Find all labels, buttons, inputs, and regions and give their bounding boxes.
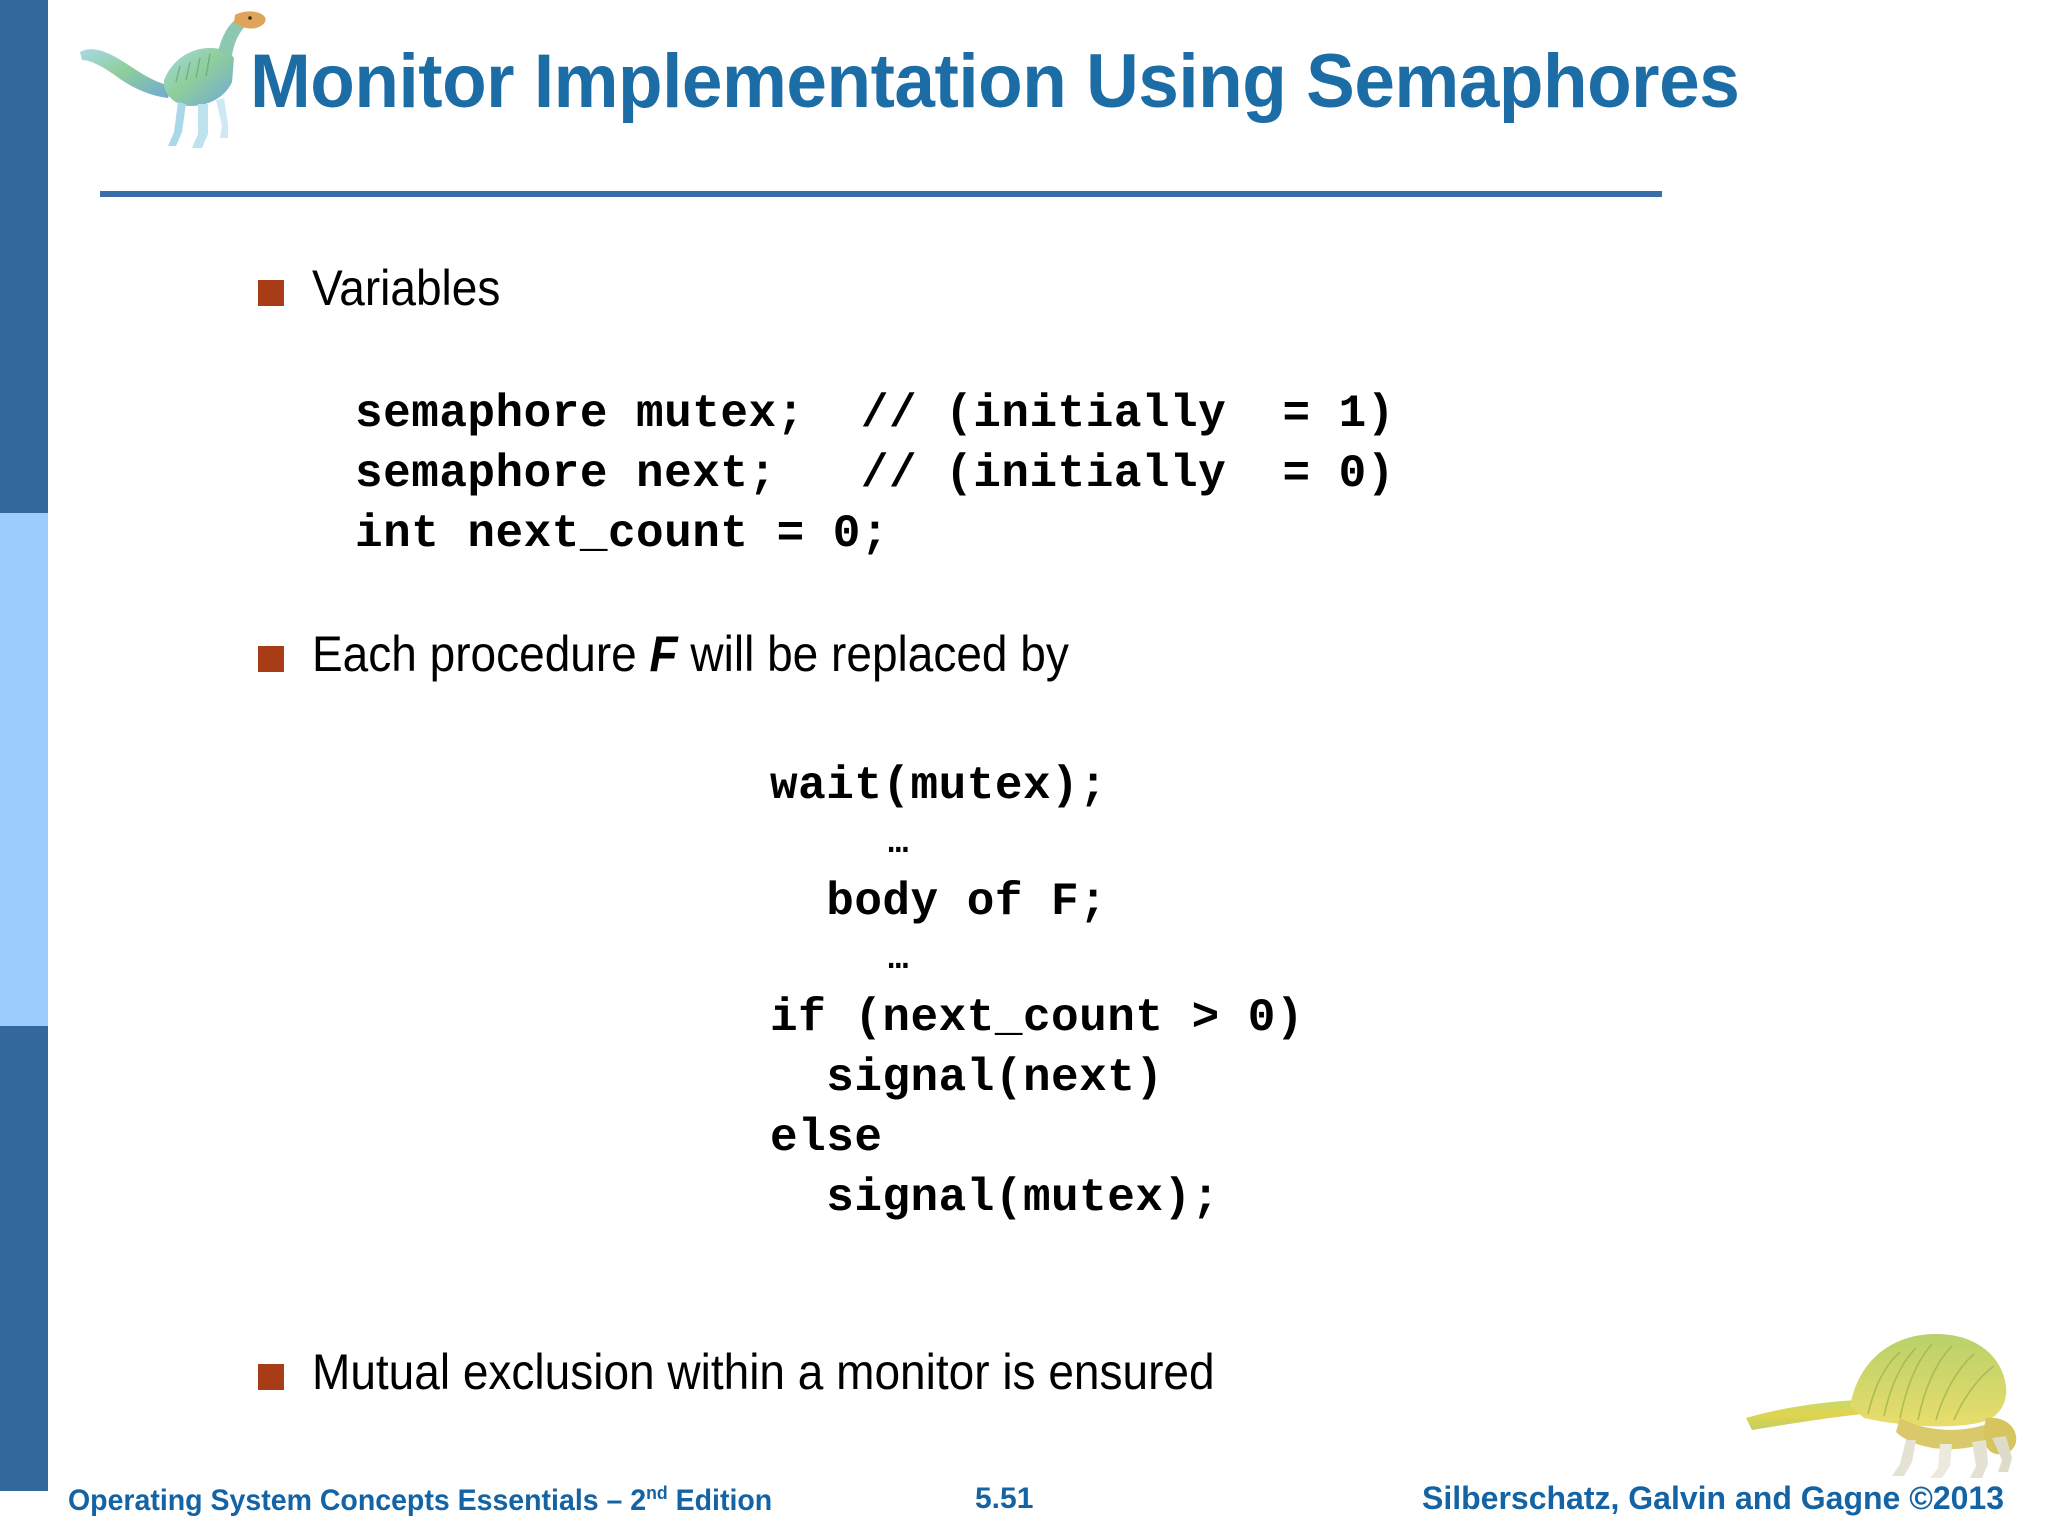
code-line-else: else [770, 1112, 883, 1164]
footer: Operating System Concepts Essentials – 2… [0, 1470, 2048, 1536]
sidebar-stripe-bottom [0, 1026, 48, 1491]
bullet-each-procedure: Each procedure F will be replaced by [258, 626, 1135, 684]
footer-copyright: Silberschatz, Galvin and Gagne ©2013 [1421, 1480, 2004, 1516]
footer-book-prefix: Operating System Concepts Essentials – 2 [68, 1484, 647, 1517]
bullet-mutual-exclusion: Mutual exclusion within a monitor is ens… [258, 1344, 1293, 1402]
title-underline [100, 191, 1662, 197]
slide-number: 5.51 [975, 1482, 1034, 1515]
code-line-signal-next: signal(next) [770, 1052, 1164, 1104]
bullet-square-icon [258, 1364, 284, 1390]
bullet-suffix-text: will be replaced by [677, 626, 1069, 682]
code-line-wait: wait(mutex); [770, 760, 1108, 812]
sidebar-decoration [0, 0, 48, 1491]
bullet-square-icon [258, 646, 284, 672]
footer-book-title: Operating System Concepts Essentials – 2… [68, 1482, 772, 1518]
bullet-each-procedure-label: Each procedure F will be replaced by [312, 626, 1069, 684]
sidebar-stripe-middle [0, 513, 48, 1026]
code-line-body: body of F; [770, 876, 1108, 928]
dinosaur-icon [1746, 1334, 2017, 1478]
bullet-prefix-text: Each procedure [312, 626, 650, 682]
code-ellipsis-2: … [888, 941, 909, 979]
bullet-variables: Variables [258, 260, 517, 318]
footer-book-superscript: nd [646, 1482, 668, 1503]
bullet-variables-label: Variables [312, 260, 501, 316]
page-title: Monitor Implementation Using Semaphores [250, 39, 1740, 124]
title-bar: Monitor Implementation Using Semaphores [0, 0, 2048, 205]
sidebar-stripe-top [0, 0, 48, 513]
code-line-signal-mutex: signal(mutex); [770, 1172, 1220, 1224]
slide-body: Variables semaphore mutex; // (initially… [0, 210, 2048, 1450]
footer-book-suffix: Edition [667, 1484, 773, 1517]
bullet-mutual-exclusion-label: Mutual exclusion within a monitor is ens… [312, 1344, 1215, 1400]
code-line-if: if (next_count > 0) [770, 992, 1304, 1044]
code-block-variables: semaphore mutex; // (initially = 1) sema… [355, 388, 1395, 560]
code-ellipsis-1: … [888, 825, 909, 863]
bullet-square-icon [258, 280, 284, 306]
code-block-procedure: wait(mutex); … body of F; … if (next_coun… [770, 756, 1304, 1228]
bullet-emphasis-f: F [649, 626, 678, 682]
dinosaur-icon [80, 11, 266, 148]
